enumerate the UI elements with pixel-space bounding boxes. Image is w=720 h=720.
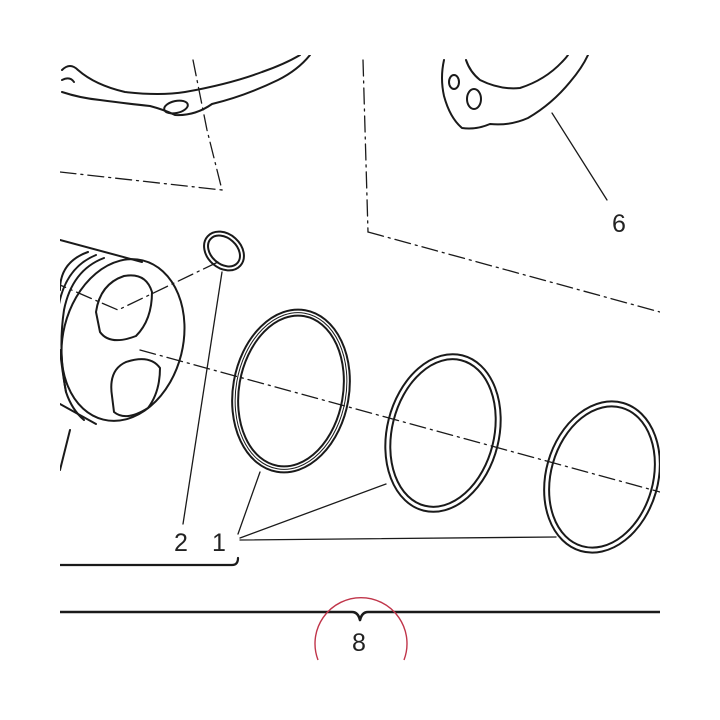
callout-8: 8 [352, 629, 366, 657]
callout-1: 1 [212, 529, 226, 557]
upper-left-gasket [61, 55, 311, 117]
piston-axis [60, 261, 660, 493]
piston-ring-top [231, 308, 351, 474]
piston-ring-oil [543, 400, 660, 554]
leader-line-6 [551, 112, 608, 201]
piston-ring-middle [384, 353, 502, 513]
leader-line-2 [182, 271, 223, 525]
assembly-brace [60, 610, 660, 622]
leader-lines-1 [237, 471, 557, 541]
cylinder-base-gasket [441, 55, 589, 130]
upper-left-dashdot-outline [60, 59, 223, 191]
callout-6: 6 [612, 210, 626, 238]
piston [60, 239, 186, 471]
highlight-circle [314, 596, 408, 661]
group-bracket [60, 556, 240, 567]
callout-2: 2 [174, 529, 188, 557]
circlip [203, 230, 245, 272]
right-dashdot-outline [362, 59, 660, 313]
